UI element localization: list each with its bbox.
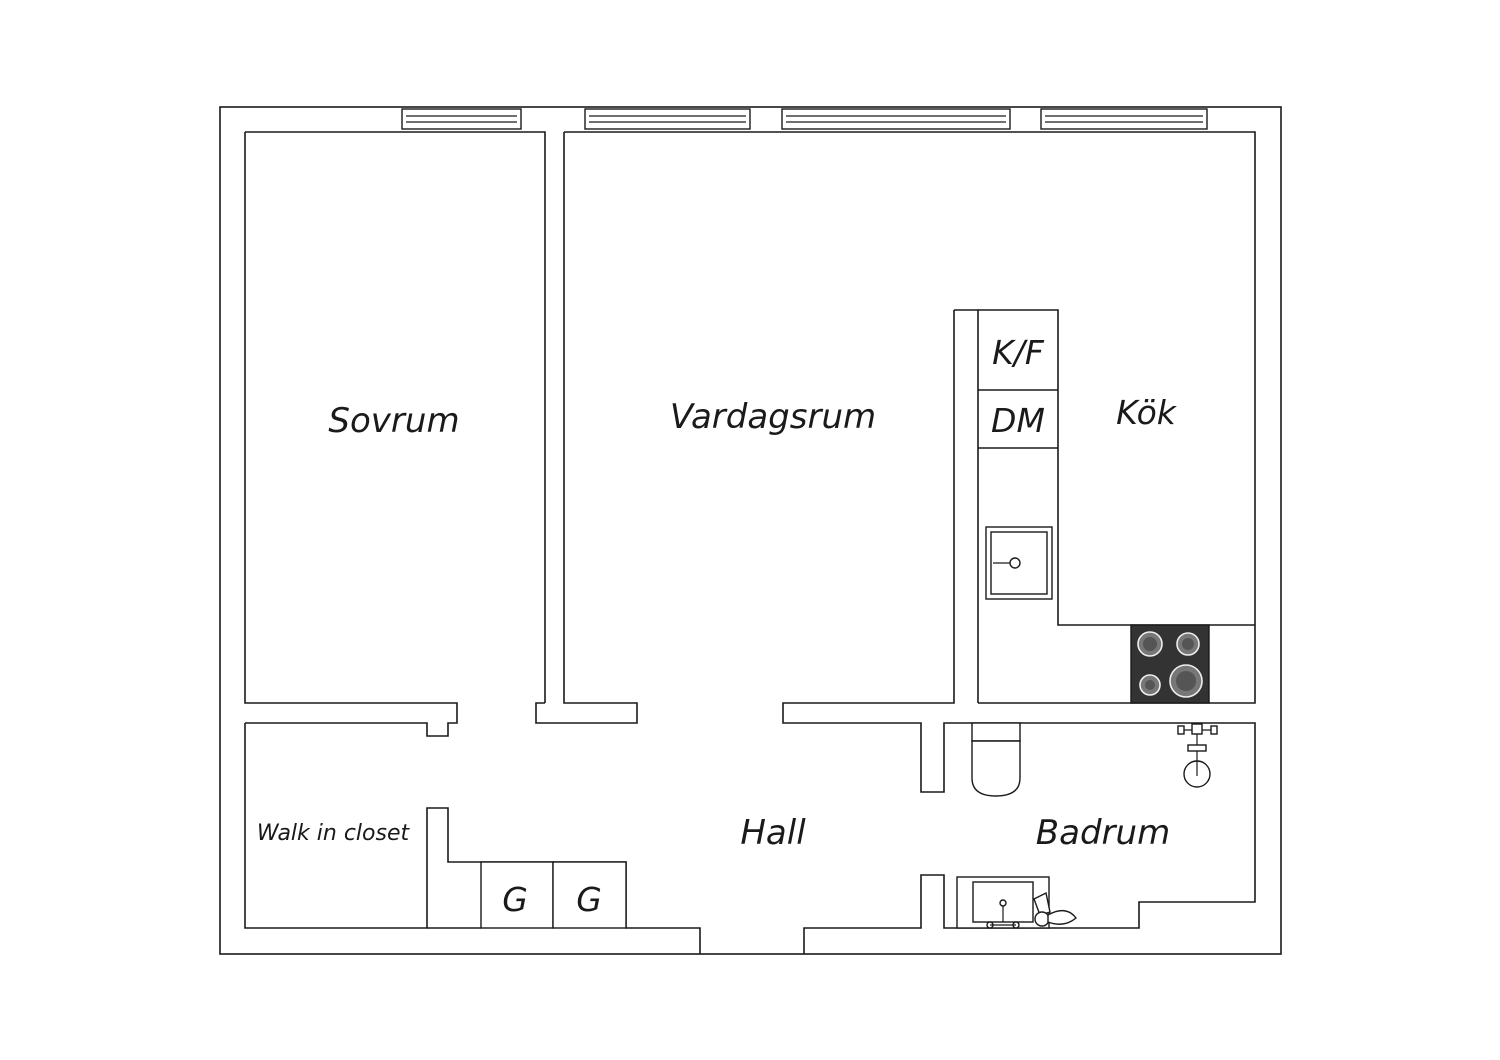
window (1040, 108, 1208, 130)
room-label-walk-in-closet: Walk in closet (257, 821, 411, 846)
windows (401, 108, 1208, 130)
room-label-bathroom: Badrum (1036, 813, 1170, 853)
window (401, 108, 522, 130)
wardrobe-label: G (502, 880, 528, 919)
toilet (971, 722, 1021, 797)
kitchen-sink (985, 526, 1053, 600)
shower (1177, 723, 1218, 788)
living-kitchen-outline (564, 131, 1256, 704)
bathroom-sink (956, 876, 1077, 929)
stove (1130, 624, 1210, 704)
dishwasher-label: DM (991, 401, 1045, 440)
room-label-bedroom: Sovrum (328, 401, 459, 441)
window (584, 108, 751, 130)
bedroom-outline (244, 131, 546, 737)
bedroom-living-wall (535, 132, 638, 724)
fridge-freezer-label: K/F (992, 333, 1045, 372)
hall-outline (244, 723, 701, 954)
outer-walls (219, 106, 1282, 955)
wardrobes (480, 861, 627, 929)
room-label-living-room: Vardagsrum (670, 397, 876, 437)
wardrobe-label: G (576, 880, 602, 919)
room-label-kitchen: Kök (1116, 393, 1178, 432)
window (781, 108, 1011, 130)
room-label-hall: Hall (740, 813, 806, 853)
